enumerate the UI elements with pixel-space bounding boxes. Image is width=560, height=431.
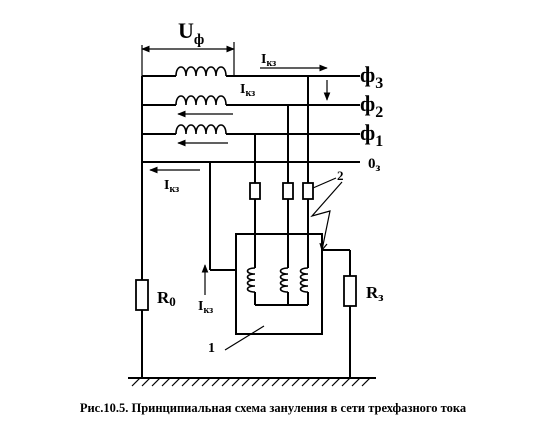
fuse-phase1 <box>249 182 261 200</box>
i-kz-label-neutral: Iкз <box>164 178 179 195</box>
i-kz-label-load: Iкз <box>198 299 213 316</box>
i-kz-label-phase2: Iкз <box>240 82 255 99</box>
phase2-label: ф2 <box>360 91 383 121</box>
load-coil-2 <box>279 267 289 293</box>
figure-caption: Рис.10.5. Принципиальная схема зануления… <box>80 401 467 415</box>
ground-symbol <box>128 377 376 387</box>
neutral-label: 0з <box>368 156 381 174</box>
marker-1-label: 1 <box>208 341 215 356</box>
phase1-line <box>142 124 360 135</box>
u-phase-label: Uф <box>178 18 204 48</box>
phase2-line <box>142 95 360 106</box>
fault-lightning <box>310 181 343 251</box>
marker-1-leader <box>224 325 265 351</box>
phase3-coil <box>175 66 227 77</box>
phase2-coil <box>175 95 227 106</box>
phase1-label: ф1 <box>360 120 383 150</box>
marker-2-leader <box>312 177 337 189</box>
equipment-housing <box>235 233 323 335</box>
resistor-rz <box>343 275 357 307</box>
phase3-label: ф3 <box>360 62 383 92</box>
phase3-line <box>142 66 360 77</box>
resistor-r0 <box>135 279 149 311</box>
i-kz-label-top: Iкз <box>261 52 276 69</box>
phase1-coil <box>175 124 227 135</box>
u-phase-dimension: Uф <box>141 18 235 78</box>
r0-label: R0 <box>157 288 176 309</box>
rz-label: Rз <box>366 283 384 304</box>
fuse-phase2 <box>282 182 294 200</box>
load-coil-1 <box>246 267 256 293</box>
fuse-phase3 <box>302 182 314 200</box>
marker-2-label: 2 <box>337 168 344 183</box>
load-coil-3 <box>299 267 309 293</box>
